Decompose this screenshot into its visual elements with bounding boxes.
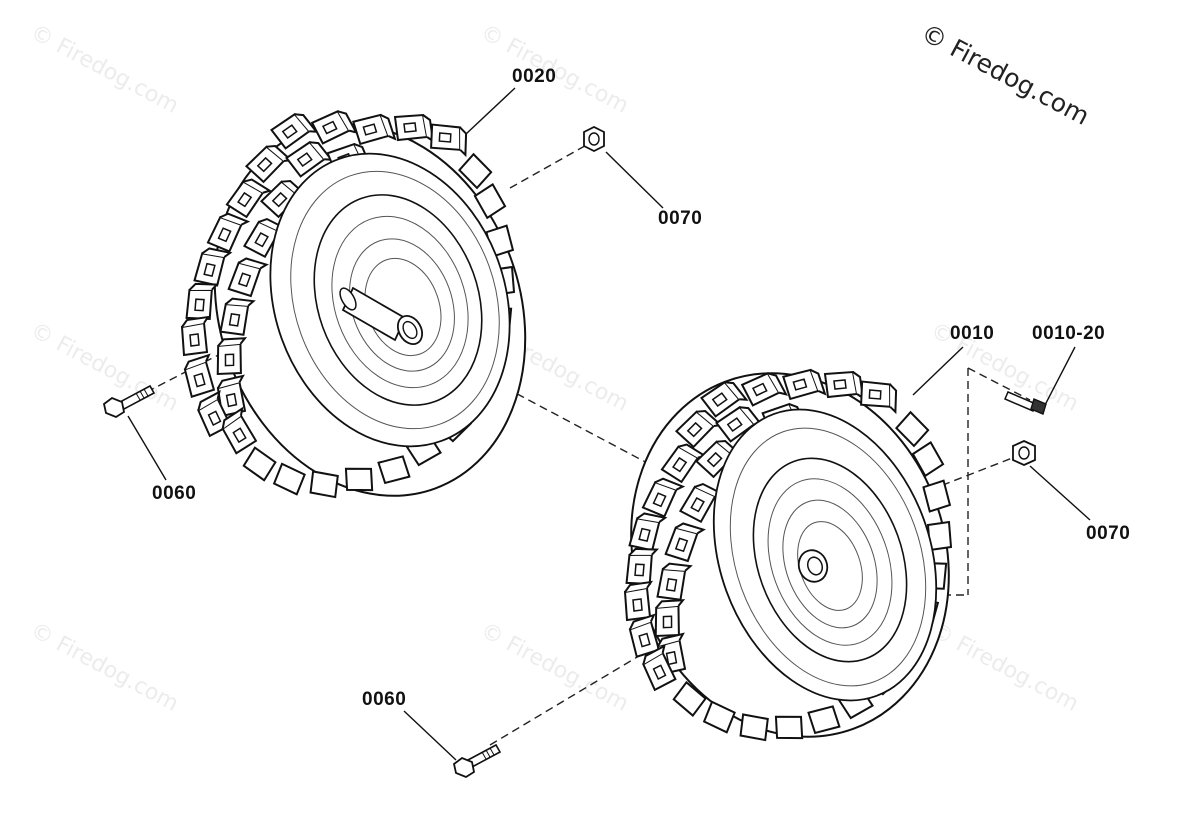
label-0060-bottom: 0060 xyxy=(362,689,407,710)
tire-0010 xyxy=(623,367,952,743)
label-0070-top: 0070 xyxy=(658,208,703,229)
valve-stem xyxy=(1004,391,1047,415)
bolt-left xyxy=(102,384,156,419)
label-0070-right: 0070 xyxy=(1086,523,1131,544)
hub-0010 xyxy=(797,549,829,583)
label-0020: 0020 xyxy=(512,66,557,87)
bolt-bottom xyxy=(452,743,502,779)
hex-nut-top xyxy=(583,125,605,153)
label-0060-left: 0060 xyxy=(152,483,197,504)
leader-lines xyxy=(127,87,1091,761)
label-0010: 0010 xyxy=(950,323,995,344)
hex-nut-right xyxy=(1012,440,1036,466)
label-0010-20: 0010-20 xyxy=(1032,323,1106,344)
axle-0020 xyxy=(339,286,424,346)
tire-0020 xyxy=(181,106,527,500)
